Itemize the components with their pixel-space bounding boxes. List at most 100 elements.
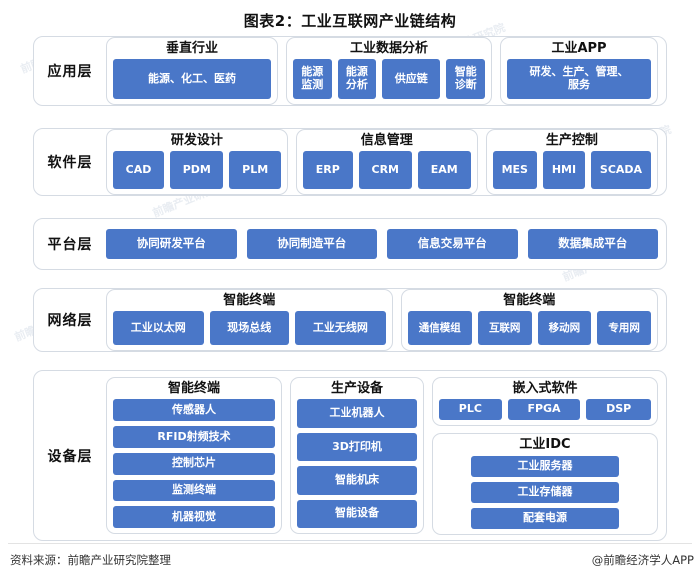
group-title-embedded-software: 嵌入式软件 [512, 381, 578, 396]
layer-body-platform: 协同研发平台 协同制造平台 信息交易平台 数据集成平台 [106, 219, 666, 269]
group-items-smart-terminal-a: 工业以太网 现场总线 工业无线网 [113, 311, 386, 345]
group-rd-design: 研发设计 CAD PDM PLM [106, 129, 288, 195]
device-right-column: 嵌入式软件 PLC FPGA DSP 工业IDC 工业服务器 工业存储器 配套电… [432, 377, 658, 535]
chip-fpga[interactable]: FPGA [507, 399, 581, 421]
chip-smart-machine-tool[interactable]: 智能机床 [297, 466, 417, 495]
group-title-info-management: 信息管理 [360, 133, 413, 148]
chip-internet[interactable]: 互联网 [477, 311, 532, 345]
chart-title: 图表2：工业互联网产业链结构 [243, 12, 457, 30]
app-attribution: @前瞻经济学人APP [591, 553, 694, 567]
layer-body-software: 研发设计 CAD PDM PLM 信息管理 ERP CRM EAM 生产控制 [106, 129, 666, 195]
group-title-industrial-idc: 工业IDC [519, 437, 571, 453]
layer-label-device-text: 设备层 [47, 448, 93, 465]
layer-label-software: 软件层 [47, 155, 93, 171]
chip-mes[interactable]: MES [492, 151, 537, 189]
industry-chain-diagram: 应用层 垂直行业 能源、化工、医药 工业数据分析 能源 监测 能源 分析 供应链… [0, 36, 700, 541]
group-items-rd-design: CAD PDM PLM [113, 151, 281, 189]
group-items-production-control: MES HMI SCADA [492, 151, 651, 189]
group-items-embedded-software: PLC FPGA DSP [439, 399, 651, 421]
chip-dedicated-network[interactable]: 专用网 [597, 311, 651, 345]
chip-erp[interactable]: ERP [302, 151, 353, 189]
chip-scada[interactable]: SCADA [590, 151, 651, 189]
group-items-info-management: ERP CRM EAM [302, 151, 471, 189]
group-info-management: 信息管理 ERP CRM EAM [295, 129, 478, 195]
chip-industrial-wireless[interactable]: 工业无线网 [295, 311, 386, 345]
group-title-vertical-industry: 垂直行业 [165, 41, 218, 56]
chip-rd-production-management-service[interactable]: 研发、生产、管理、 服务 [507, 59, 651, 99]
chip-crm[interactable]: CRM [358, 151, 412, 189]
group-industrial-data-analysis: 工业数据分析 能源 监测 能源 分析 供应链 智能 诊断 [286, 37, 492, 105]
group-title-industrial-data-analysis: 工业数据分析 [349, 41, 428, 56]
group-items-smart-terminal-device: 传感器人 RFID射频技术 控制芯片 监测终端 机器视觉 [113, 399, 275, 528]
group-industrial-app: 工业APP 研发、生产、管理、 服务 [500, 37, 658, 105]
chip-energy-chemical-pharma[interactable]: 能源、化工、医药 [113, 59, 271, 99]
chip-information-trading-platform[interactable]: 信息交易平台 [387, 229, 518, 259]
chip-plc[interactable]: PLC [439, 399, 502, 421]
group-smart-terminal-network-b: 智能终端 通信模组 互联网 移动网 专用网 [400, 289, 658, 351]
chip-plm[interactable]: PLM [229, 151, 281, 189]
source-note: 资料来源：前瞻产业研究院整理 [10, 553, 171, 567]
group-title-rd-design: 研发设计 [170, 133, 223, 148]
layer-label-network: 网络层 [47, 313, 93, 329]
group-title-smart-terminal-b: 智能终端 [503, 293, 556, 308]
footer: 资料来源：前瞻产业研究院整理 @前瞻经济学人APP [0, 548, 700, 578]
group-title-production-equipment: 生产设备 [330, 381, 383, 396]
chip-eam[interactable]: EAM [417, 151, 471, 189]
chip-mobile-network[interactable]: 移动网 [537, 311, 592, 345]
layer-platform: 平台层 协同研发平台 协同制造平台 信息交易平台 数据集成平台 [33, 218, 667, 270]
layer-label-device: 设备层 [34, 371, 106, 540]
chip-dsp[interactable]: DSP [586, 399, 651, 421]
group-title-industrial-app: 工业APP [551, 41, 607, 56]
group-title-production-control: 生产控制 [545, 133, 598, 148]
layer-label-application: 应用层 [47, 64, 93, 80]
chip-industrial-robot[interactable]: 工业机器人 [297, 399, 417, 428]
layer-body-network: 智能终端 工业以太网 现场总线 工业无线网 智能终端 通信模组 互联网 移动网 … [106, 289, 666, 351]
chip-monitoring-terminal[interactable]: 监测终端 [113, 479, 275, 502]
chip-smart-equipment[interactable]: 智能设备 [297, 499, 417, 528]
chip-communication-module[interactable]: 通信模组 [407, 311, 472, 345]
chip-collaborative-rd-platform[interactable]: 协同研发平台 [106, 229, 237, 259]
chip-3d-printer[interactable]: 3D打印机 [297, 432, 417, 462]
group-title-smart-terminal-device: 智能终端 [167, 381, 220, 396]
group-items-vertical-industry: 能源、化工、医药 [113, 59, 271, 99]
group-smart-terminal-device: 智能终端 传感器人 RFID射频技术 控制芯片 监测终端 机器视觉 [106, 377, 282, 534]
chip-collaborative-manufacturing-platform[interactable]: 协同制造平台 [246, 229, 377, 259]
chip-data-integration-platform[interactable]: 数据集成平台 [527, 229, 658, 259]
chip-sensor[interactable]: 传感器人 [113, 399, 275, 421]
chip-industrial-ethernet[interactable]: 工业以太网 [113, 311, 204, 345]
group-industrial-idc: 工业IDC 工业服务器 工业存储器 配套电源 [432, 433, 658, 535]
footer-divider [8, 543, 692, 544]
group-items-industrial-app: 研发、生产、管理、 服务 [507, 59, 651, 99]
group-items-smart-terminal-b: 通信模组 互联网 移动网 专用网 [407, 311, 651, 345]
chip-intelligent-diagnosis[interactable]: 智能 诊断 [446, 59, 485, 99]
chip-energy-analysis[interactable]: 能源 分析 [337, 59, 377, 99]
layer-software: 软件层 研发设计 CAD PDM PLM 信息管理 ERP CRM EAM [33, 128, 667, 196]
chip-supply-chain[interactable]: 供应链 [382, 59, 441, 99]
layer-device: 设备层 智能终端 传感器人 RFID射频技术 控制芯片 监测终端 机器视觉 生产… [33, 370, 667, 541]
chip-control-chip[interactable]: 控制芯片 [113, 452, 275, 475]
chip-supporting-power[interactable]: 配套电源 [471, 507, 619, 529]
layer-application: 应用层 垂直行业 能源、化工、医药 工业数据分析 能源 监测 能源 分析 供应链… [33, 36, 667, 106]
chip-pdm[interactable]: PDM [170, 151, 224, 189]
group-vertical-industry: 垂直行业 能源、化工、医药 [106, 37, 278, 105]
group-smart-terminal-network-a: 智能终端 工业以太网 现场总线 工业无线网 [106, 289, 393, 351]
layer-body-device: 智能终端 传感器人 RFID射频技术 控制芯片 监测终端 机器视觉 生产设备 工… [106, 371, 666, 540]
group-title-smart-terminal-a: 智能终端 [223, 293, 276, 308]
chip-industrial-server[interactable]: 工业服务器 [471, 455, 619, 477]
chip-machine-vision[interactable]: 机器视觉 [113, 506, 275, 528]
layer-label-platform: 平台层 [47, 237, 93, 253]
group-production-control: 生产控制 MES HMI SCADA [485, 129, 658, 195]
group-items-industrial-data-analysis: 能源 监测 能源 分析 供应链 智能 诊断 [293, 59, 485, 99]
chip-rfid[interactable]: RFID射频技术 [113, 426, 275, 448]
chip-industrial-storage[interactable]: 工业存储器 [471, 481, 619, 503]
group-production-equipment: 生产设备 工业机器人 3D打印机 智能机床 智能设备 [290, 377, 424, 534]
group-items-industrial-idc: 工业服务器 工业存储器 配套电源 [439, 455, 651, 529]
chip-fieldbus[interactable]: 现场总线 [209, 311, 290, 345]
group-items-production-equipment: 工业机器人 3D打印机 智能机床 智能设备 [297, 399, 417, 528]
chip-energy-monitoring[interactable]: 能源 监测 [293, 59, 332, 99]
chip-hmi[interactable]: HMI [542, 151, 585, 189]
layer-network: 网络层 智能终端 工业以太网 现场总线 工业无线网 智能终端 通信模组 互联网 … [33, 288, 667, 352]
chip-cad[interactable]: CAD [113, 151, 165, 189]
group-embedded-software: 嵌入式软件 PLC FPGA DSP [432, 377, 658, 427]
layer-body-application: 垂直行业 能源、化工、医药 工业数据分析 能源 监测 能源 分析 供应链 智能 … [106, 37, 666, 105]
